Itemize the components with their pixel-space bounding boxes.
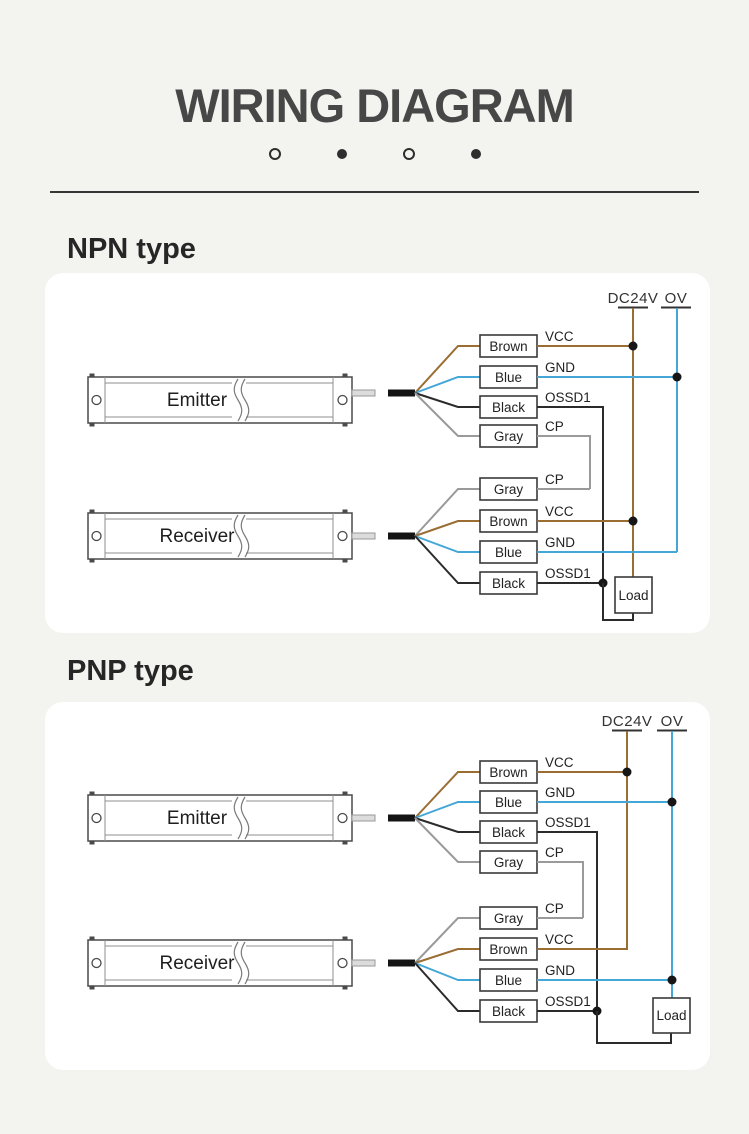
npn-emitter-gnd-junction	[672, 372, 682, 382]
pnp-emitter-gnd-label: GND	[545, 785, 575, 800]
npn-diagram-card: DC24V OV Emitter Brown VCC Blue GND Blac…	[45, 273, 710, 633]
npn-receiver-blue-wire	[414, 535, 480, 553]
pnp-emitter-black-wire	[414, 817, 480, 833]
npn-emitter-cable	[351, 389, 376, 397]
npn-emitter-black-wire	[414, 392, 480, 408]
npn-receiver-device: Receiver	[87, 509, 376, 563]
pnp-power-rail-label: DC24V	[602, 713, 653, 730]
pnp-emitter-blue-box-label: Blue	[495, 795, 522, 810]
npn-receiver-cp-label: CP	[545, 472, 564, 487]
npn-emitter-brown-box-label: Brown	[489, 339, 527, 354]
npn-receiver-gray-wire	[414, 488, 480, 537]
pnp-receiver-cp-label: CP	[545, 901, 564, 916]
pnp-receiver-vcc-label: VCC	[545, 932, 574, 947]
npn-emitter-label: Emitter	[167, 390, 228, 411]
npn-emitter-ossd1-wire	[537, 406, 604, 583]
pnp-receiver-black-box-label: Black	[492, 1004, 525, 1019]
pnp-receiver-ossd1-label: OSSD1	[545, 994, 591, 1009]
pnp-emitter-cable-stub	[388, 814, 415, 822]
npn-receiver-cable-stub	[388, 532, 415, 540]
npn-emitter-vcc-label: VCC	[545, 329, 574, 344]
dot-icon	[336, 149, 347, 159]
pnp-receiver-brown-box-label: Brown	[489, 942, 527, 957]
pnp-section-heading: PNP type	[67, 655, 194, 687]
pnp-receiver-cable-stub	[388, 959, 415, 967]
pnp-emitter-label: Emitter	[167, 808, 228, 829]
npn-receiver-cable	[351, 532, 376, 540]
npn-receiver-black-wire	[414, 535, 480, 584]
npn-wiring-diagram: DC24V OV Emitter Brown VCC Blue GND Blac…	[87, 290, 691, 621]
pnp-receiver-black-wire	[414, 962, 480, 1012]
pnp-emitter-gray-wire	[414, 817, 480, 863]
npn-ground-rail-label: OV	[665, 290, 688, 307]
pnp-wiring-diagram: DC24V OV Emitter Brown VCC Blue GND Blac…	[87, 713, 691, 1044]
npn-emitter-vcc-junction	[628, 341, 638, 351]
npn-emitter-gnd-label: GND	[545, 360, 575, 375]
npn-receiver-label: Receiver	[160, 526, 236, 547]
npn-emitter-cp-wire	[537, 435, 591, 489]
pnp-emitter-cable	[351, 814, 376, 822]
pnp-receiver-gray-box-label: Gray	[494, 911, 524, 926]
npn-receiver-brown-box-label: Brown	[489, 514, 527, 529]
pnp-receiver-cable	[351, 959, 376, 967]
npn-emitter-brown-wire	[414, 345, 480, 394]
pnp-receiver-blue-wire	[414, 962, 480, 981]
pnp-receiver-gnd-label: GND	[545, 963, 575, 978]
pnp-emitter-cp-label: CP	[545, 845, 564, 860]
pnp-load-label: Load	[656, 1008, 686, 1023]
title-separator	[50, 191, 699, 193]
pnp-receiver-brown-wire	[414, 948, 480, 964]
pnp-receiver-gnd-junction	[667, 975, 677, 985]
pnp-emitter-black-box-label: Black	[492, 825, 525, 840]
npn-load-label: Load	[618, 588, 648, 603]
dot-icon	[402, 148, 415, 160]
dot-icon	[268, 148, 281, 160]
page-title: WIRING DIAGRAM	[175, 79, 575, 132]
pnp-emitter-ossd1-wire	[537, 831, 598, 1011]
pnp-emitter-gray-box-label: Gray	[494, 855, 524, 870]
title-dots	[0, 148, 749, 160]
npn-load-return-wire	[602, 583, 634, 621]
npn-receiver-vcc-junction	[628, 516, 638, 526]
npn-section-heading: NPN type	[67, 233, 196, 265]
npn-receiver-black-box-label: Black	[492, 576, 525, 591]
pnp-load-return-wire	[596, 1011, 672, 1044]
pnp-receiver-label: Receiver	[160, 953, 236, 974]
dot-icon	[470, 149, 481, 159]
npn-emitter-blue-box-label: Blue	[495, 370, 522, 385]
npn-receiver-gray-box-label: Gray	[494, 482, 524, 497]
pnp-diagram-card: DC24V OV Emitter Brown VCC Blue GND Blac…	[45, 702, 710, 1070]
npn-emitter-ossd1-label: OSSD1	[545, 390, 591, 405]
pnp-emitter-brown-box-label: Brown	[489, 765, 527, 780]
npn-emitter-blue-wire	[414, 376, 480, 394]
pnp-emitter-brown-wire	[414, 771, 480, 819]
pnp-emitter-cp-wire	[537, 861, 584, 918]
pnp-receiver-device: Receiver	[87, 936, 376, 990]
npn-emitter-gray-wire	[414, 392, 480, 437]
npn-load-box	[614, 576, 653, 614]
npn-emitter-cp-label: CP	[545, 419, 564, 434]
pnp-load-box	[652, 997, 691, 1034]
npn-receiver-brown-wire	[414, 520, 480, 537]
pnp-emitter-device: Emitter	[87, 791, 376, 845]
pnp-emitter-blue-wire	[414, 801, 480, 819]
npn-emitter-gray-box-label: Gray	[494, 429, 524, 444]
pnp-receiver-gray-wire	[414, 917, 480, 964]
pnp-emitter-gnd-junction	[667, 797, 677, 807]
npn-receiver-vcc-label: VCC	[545, 504, 574, 519]
npn-receiver-gnd-label: GND	[545, 535, 575, 550]
pnp-emitter-vcc-junction	[622, 767, 632, 777]
npn-receiver-ossd1-label: OSSD1	[545, 566, 591, 581]
npn-emitter-black-box-label: Black	[492, 400, 525, 415]
npn-emitter-device: Emitter	[87, 373, 376, 427]
pnp-ground-rail-label: OV	[661, 713, 684, 730]
pnp-emitter-vcc-label: VCC	[545, 755, 574, 770]
pnp-emitter-ossd1-label: OSSD1	[545, 815, 591, 830]
npn-receiver-blue-box-label: Blue	[495, 545, 522, 560]
pnp-receiver-blue-box-label: Blue	[495, 973, 522, 988]
npn-emitter-cable-stub	[388, 389, 415, 397]
npn-power-rail-label: DC24V	[608, 290, 659, 307]
